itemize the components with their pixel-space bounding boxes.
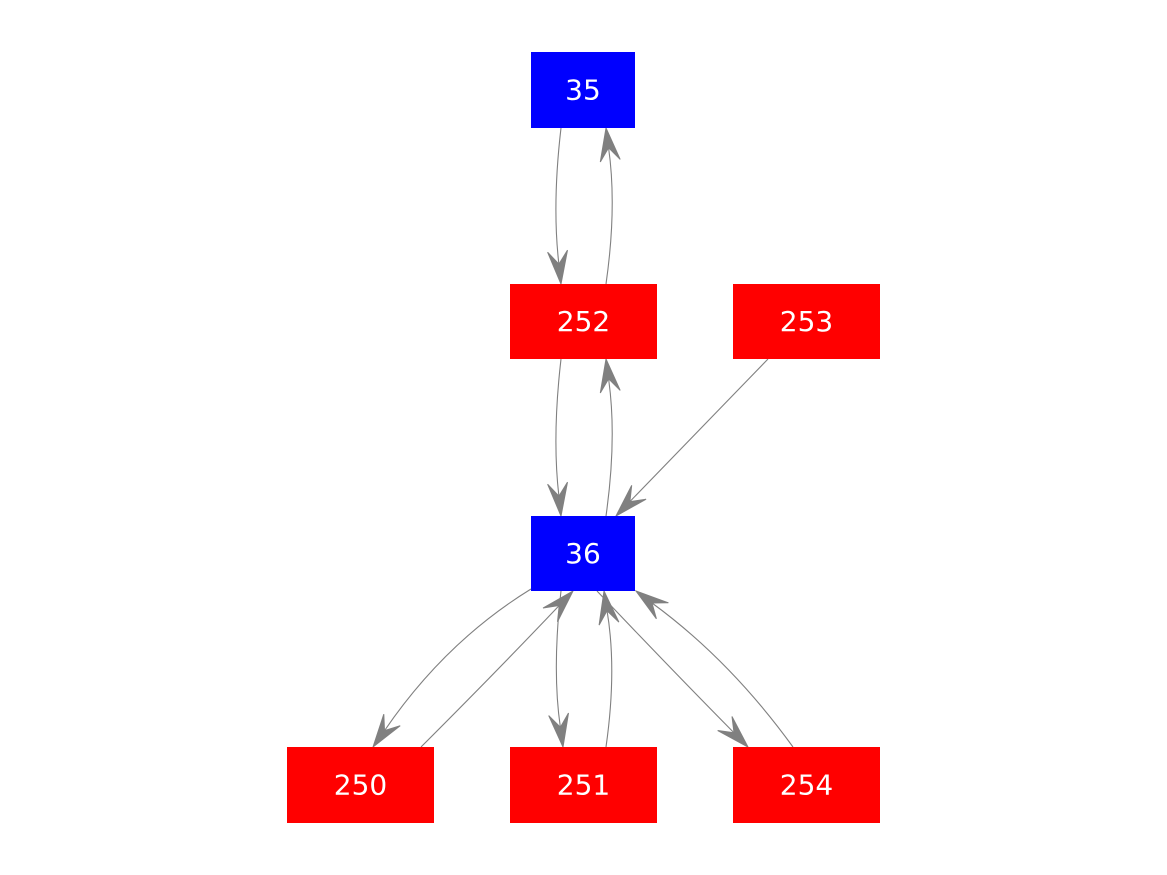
edges-layer xyxy=(372,126,794,749)
arrowhead-252-to-36 xyxy=(547,481,568,518)
edge-36-to-250 xyxy=(384,588,532,731)
node-251[interactable]: 251 xyxy=(510,747,657,823)
node-36[interactable]: 36 xyxy=(531,516,635,591)
node-252[interactable]: 252 xyxy=(510,284,657,359)
arrowhead-252-to-35 xyxy=(599,126,621,163)
node-box-35[interactable] xyxy=(531,52,635,128)
node-label-250: 250 xyxy=(334,769,387,802)
node-label-251: 251 xyxy=(557,769,610,802)
arrowhead-251-to-36 xyxy=(598,589,620,626)
edge-36-to-254 xyxy=(596,590,735,734)
edge-252-to-35 xyxy=(605,147,613,285)
edge-254-to-36 xyxy=(651,602,794,748)
node-box-252[interactable] xyxy=(510,284,657,359)
arrowhead-36-to-254 xyxy=(717,716,750,749)
edge-251-to-36 xyxy=(605,610,613,748)
node-label-254: 254 xyxy=(780,769,833,802)
nodes-layer: 35 252 253 36 250 251 254 xyxy=(287,52,880,823)
arrowhead-36-to-251 xyxy=(548,712,569,749)
arrowhead-254-to-36 xyxy=(634,589,669,620)
node-label-253: 253 xyxy=(780,305,833,338)
arrowhead-35-to-252 xyxy=(547,249,568,286)
node-35[interactable]: 35 xyxy=(531,52,635,128)
node-box-254[interactable] xyxy=(733,747,880,823)
node-box-251[interactable] xyxy=(510,747,657,823)
edge-253-to-36 xyxy=(629,358,769,502)
arrowhead-36-to-250 xyxy=(372,714,401,749)
edge-36-to-251 xyxy=(555,590,562,728)
node-250[interactable]: 250 xyxy=(287,747,434,823)
arrowhead-36-to-252 xyxy=(599,357,621,394)
node-box-36[interactable] xyxy=(531,516,635,591)
edge-35-to-252 xyxy=(555,127,562,265)
node-label-36: 36 xyxy=(565,537,601,570)
edge-36-to-252 xyxy=(605,378,613,517)
node-254[interactable]: 254 xyxy=(733,747,880,823)
node-label-35: 35 xyxy=(565,74,601,107)
node-box-250[interactable] xyxy=(287,747,434,823)
edge-252-to-36 xyxy=(555,358,562,497)
arrowhead-253-to-36 xyxy=(614,485,647,518)
node-box-253[interactable] xyxy=(733,284,880,359)
edge-250-to-36 xyxy=(420,605,560,748)
node-253[interactable]: 253 xyxy=(733,284,880,359)
node-label-252: 252 xyxy=(557,305,610,338)
